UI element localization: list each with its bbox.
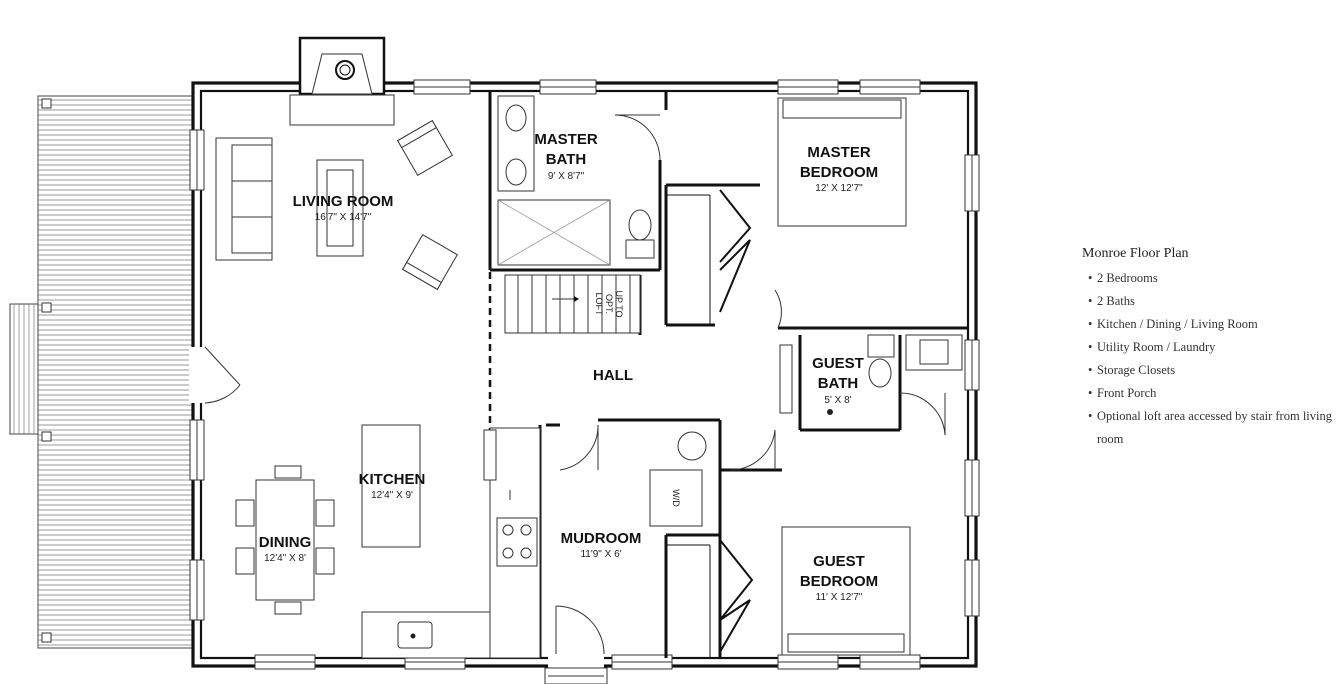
front-porch (9, 95, 195, 649)
legend-item: Utility Room / Laundry (1088, 336, 1342, 359)
legend-list: 2 Bedrooms 2 Baths Kitchen / Dining / Li… (1082, 267, 1342, 451)
guest-bed (781, 526, 911, 656)
guest-bedroom-dims: 11' X 12'7" (816, 592, 863, 603)
kitchen-fixtures (361, 424, 541, 659)
master-bedroom-name: MASTER (807, 144, 871, 161)
porch-post (41, 431, 52, 442)
living-room-name: LIVING ROOM (293, 193, 394, 210)
washer-dryer-label: W/D (671, 489, 681, 507)
closet-doors (666, 189, 754, 658)
legend-title: Monroe Floor Plan (1082, 246, 1189, 261)
stair-label: UP TO (614, 290, 624, 317)
master-bedroom-dims: 12' X 12'7" (815, 183, 863, 194)
legend-item: 2 Bedrooms (1088, 267, 1342, 290)
legend-item: Optional loft area accessed by stair fro… (1088, 405, 1337, 451)
guest-bath-name: BATH (818, 375, 859, 392)
dining-name: DINING (259, 534, 312, 551)
sink-icon (505, 104, 527, 132)
water-heater-icon (677, 431, 707, 461)
dining-table (255, 479, 315, 601)
toilet-icon (625, 239, 655, 259)
porch-post (41, 302, 52, 313)
stair-label: OPT. (604, 294, 614, 314)
doors (559, 114, 946, 471)
fireplace (289, 36, 395, 126)
porch-post (41, 632, 52, 643)
guest-bedroom-name: GUEST (813, 553, 865, 570)
washer-dryer (649, 469, 703, 527)
kitchen-counter (361, 611, 493, 659)
room-labels: LIVING ROOM 16'7" X 14'7" MASTER BATH 9'… (259, 131, 878, 603)
master-bedroom-name: BEDROOM (800, 164, 878, 181)
master-bath-name: MASTER (534, 131, 598, 148)
master-bath-fixtures (497, 95, 655, 266)
porch-post (41, 98, 52, 109)
guest-bath-dims: 5' X 8' (824, 395, 851, 406)
sink-icon (505, 158, 527, 186)
legend-item: Kitchen / Dining / Living Room (1088, 313, 1342, 336)
dining-furniture (235, 465, 335, 615)
legend-item: Storage Closets (1088, 359, 1342, 382)
guest-bath-name: GUEST (812, 355, 864, 372)
range-icon (496, 517, 538, 567)
mudroom-fixtures (649, 431, 707, 527)
legend-item: 2 Baths (1088, 290, 1342, 313)
kitchen-dims: 12'4" X 9' (371, 490, 413, 501)
exterior-walls (189, 79, 980, 684)
master-bath-dims: 9' X 8'7" (548, 171, 585, 182)
stair (504, 274, 641, 334)
mudroom-dims: 11'9" X 6' (580, 549, 621, 560)
living-furniture (215, 119, 459, 291)
master-bath-name: BATH (546, 151, 587, 168)
kitchen-name: KITCHEN (359, 471, 426, 488)
guest-bedroom-name: BEDROOM (800, 573, 878, 590)
refrigerator (483, 429, 497, 481)
hall-name: HALL (593, 367, 633, 384)
guest-bath-fixtures (779, 334, 963, 415)
stair-label: LOFT (594, 292, 604, 316)
plan-legend: Monroe Floor Plan 2 Bedrooms 2 Baths Kit… (1082, 246, 1342, 451)
master-bed (777, 97, 907, 227)
dining-dims: 12'4" X 8' (264, 553, 306, 564)
toilet-icon (867, 334, 895, 358)
legend-item: Front Porch (1088, 382, 1342, 405)
mudroom-name: MUDROOM (561, 530, 642, 547)
kitchen-island (361, 424, 421, 548)
living-room-dims: 16'7" X 14'7" (315, 212, 372, 223)
